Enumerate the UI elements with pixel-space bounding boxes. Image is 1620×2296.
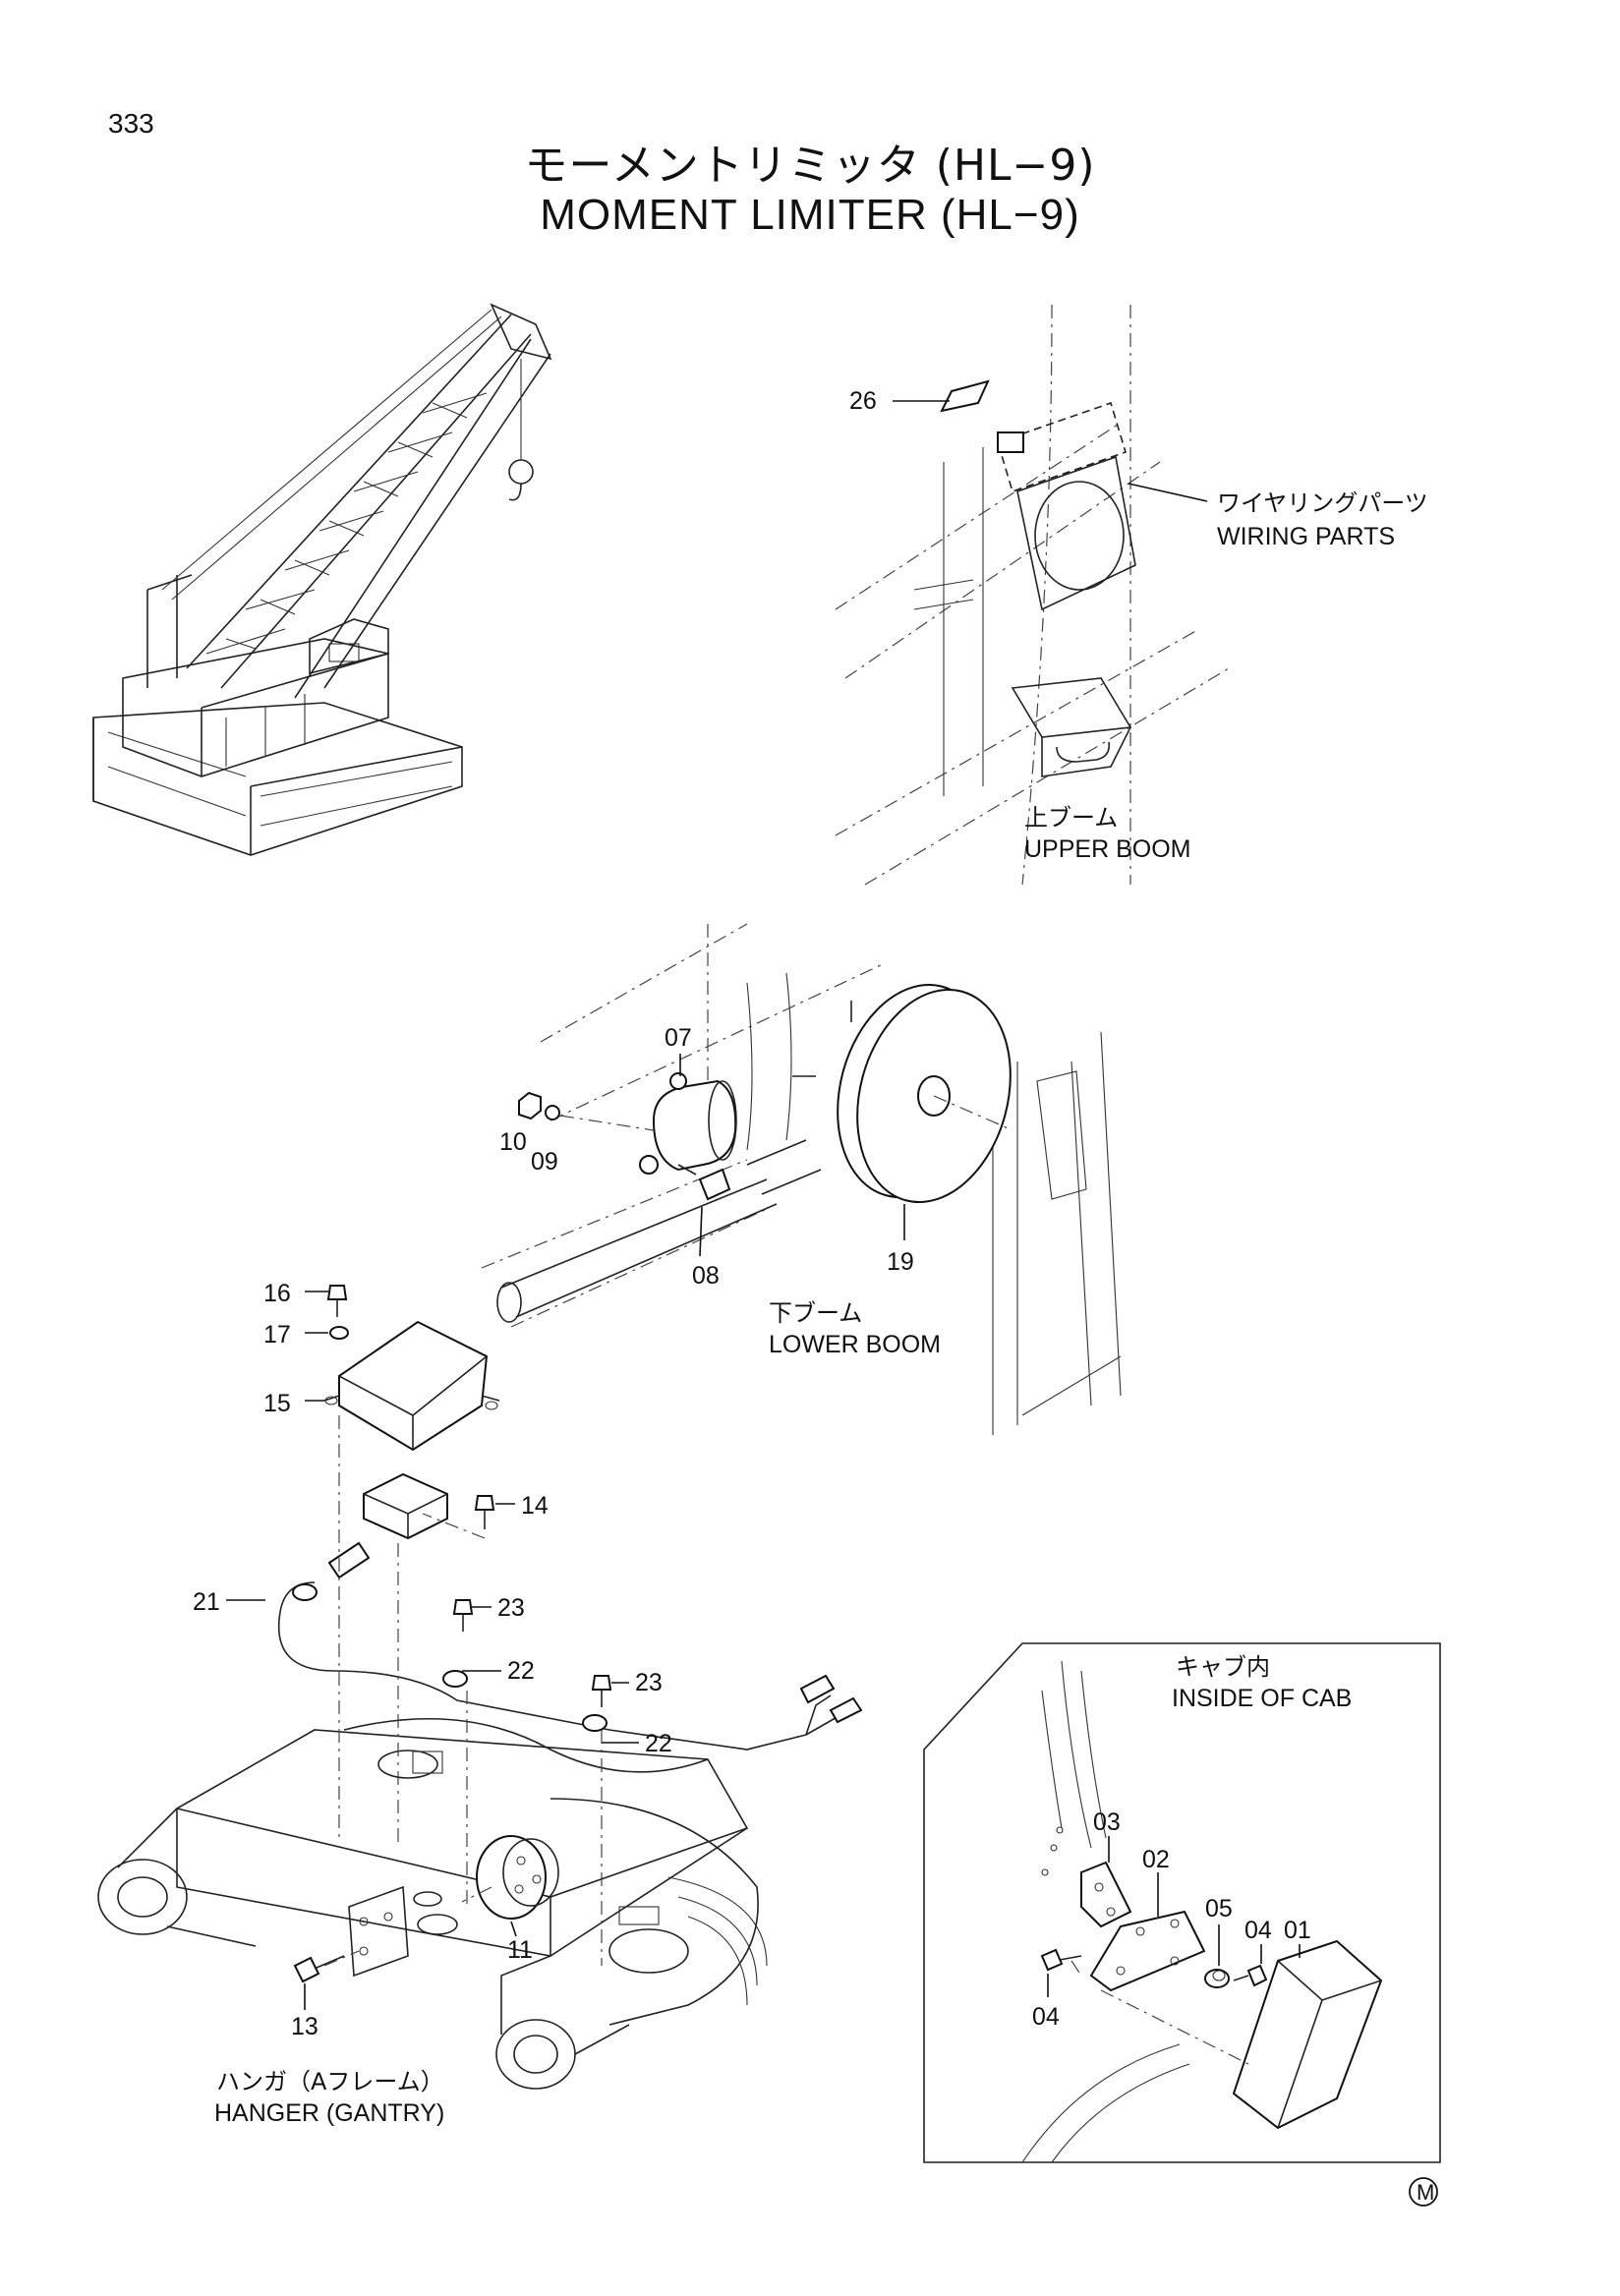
inside-of-cab-detail: [923, 1642, 1441, 2163]
page-number: 333: [108, 108, 154, 139]
callout-23-upper: 23: [497, 1594, 525, 1622]
callout-14: 14: [521, 1492, 549, 1520]
callout-04-right: 04: [1244, 1917, 1272, 1944]
callout-16: 16: [263, 1280, 291, 1307]
label-upper-boom-ja: 上ブーム: [1024, 804, 1118, 832]
callout-22-lower: 22: [645, 1730, 672, 1757]
label-lower-boom-ja: 下ブーム: [769, 1299, 862, 1327]
callout-22-upper: 22: [507, 1657, 535, 1685]
callout-17: 17: [263, 1321, 291, 1349]
label-upper-boom-en: UPPER BOOM: [1024, 835, 1190, 863]
label-hanger-en: HANGER (GANTRY): [214, 2099, 444, 2127]
page-title-english: MOMENT LIMITER (HL−9): [540, 191, 1080, 239]
callout-07: 07: [665, 1024, 692, 1052]
callout-01: 01: [1284, 1917, 1311, 1944]
label-hanger-ja: ハンガ（Aフレーム）: [216, 2068, 444, 2095]
callout-15: 15: [263, 1390, 291, 1417]
label-cab-en: INSIDE OF CAB: [1172, 1685, 1352, 1712]
callout-05: 05: [1205, 1895, 1233, 1923]
crane-overview-illustration: [92, 303, 552, 856]
callout-09: 09: [531, 1148, 558, 1176]
cab-frame-box: [923, 1642, 1441, 2163]
callout-04-left: 04: [1032, 2003, 1060, 2031]
label-cab-ja: キャブ内: [1176, 1653, 1270, 1681]
callout-11: 11: [507, 1936, 533, 1964]
label-wiring-parts-ja: ワイヤリングパーツ: [1217, 489, 1428, 517]
callout-23-lower: 23: [635, 1669, 663, 1696]
footer-mark-text: M: [1417, 2180, 1434, 2205]
lower-boom-detail: [481, 923, 1122, 1435]
callout-08: 08: [692, 1262, 720, 1290]
label-lower-boom-en: LOWER BOOM: [769, 1331, 941, 1358]
upper-boom-detail: [835, 304, 1230, 886]
label-wiring-parts-en: WIRING PARTS: [1217, 523, 1395, 550]
circled-m-mark: M: [1409, 2177, 1438, 2207]
hanger-gantry-detail: [97, 1285, 863, 2090]
callout-13: 13: [291, 2013, 318, 2040]
page-title-japanese: モーメントリミッタ (HL−9): [524, 141, 1096, 191]
callout-10: 10: [499, 1128, 527, 1156]
callout-19: 19: [887, 1248, 914, 1276]
callout-26: 26: [849, 387, 877, 415]
callout-03: 03: [1093, 1808, 1121, 1836]
callout-02: 02: [1142, 1846, 1170, 1873]
callout-21: 21: [193, 1588, 220, 1616]
